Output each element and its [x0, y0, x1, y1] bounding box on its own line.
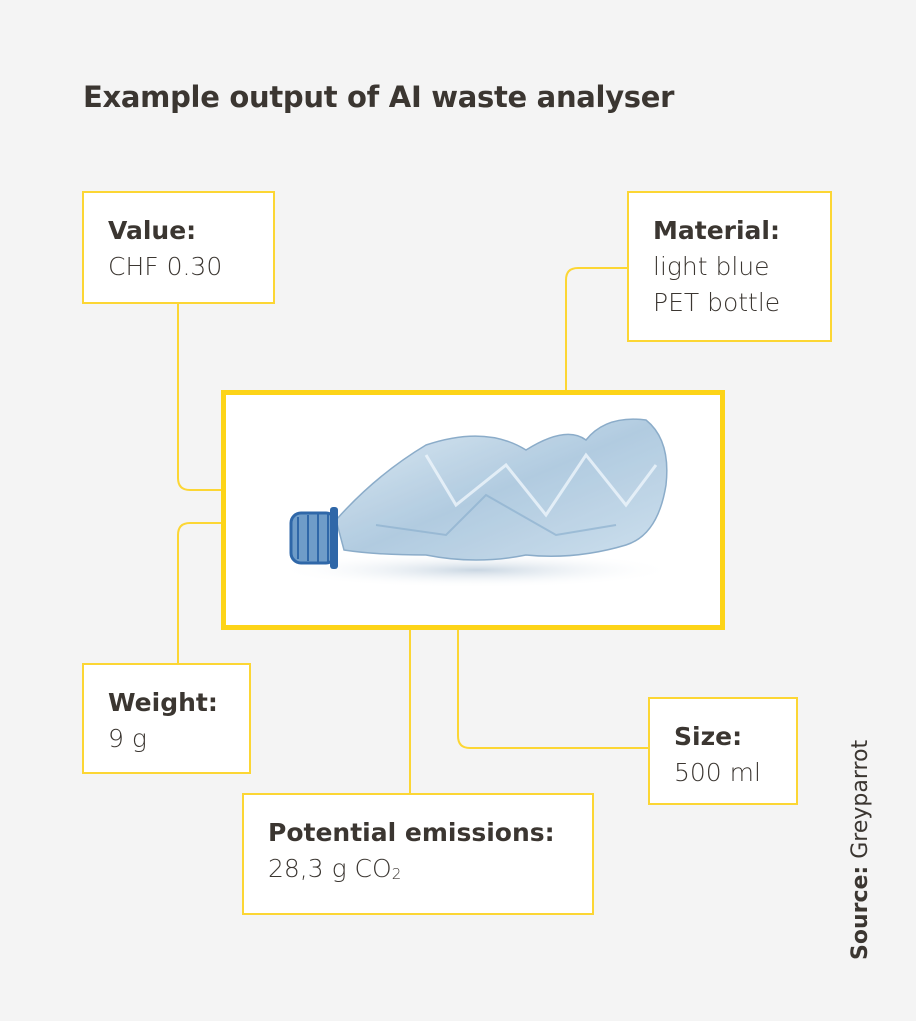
weight-text: 9 g: [108, 724, 147, 753]
size-box: Size: 500 ml: [648, 697, 798, 805]
material-label: Material:: [653, 216, 780, 245]
bottle-body: [335, 418, 668, 561]
value-box: Value: CHF 0.30: [82, 191, 275, 304]
source-credit: Source: Greyparrot: [848, 740, 873, 960]
weight-label: Weight:: [108, 688, 218, 717]
connector-size: [457, 630, 649, 749]
crumpled-bottle-image: [276, 418, 676, 588]
bottle-image-frame: [221, 390, 725, 630]
value-text: CHF 0.30: [108, 252, 223, 281]
emissions-text: 28,3 g CO: [268, 854, 392, 883]
emissions-value: 28,3 g CO2: [268, 851, 568, 892]
source-label: Source:: [848, 865, 873, 960]
page-title: Example output of AI waste analyser: [83, 80, 675, 114]
value-label: Value:: [108, 216, 197, 245]
connector-weight: [177, 522, 222, 663]
size-text: 500 ml: [674, 758, 761, 787]
emissions-box: Potential emissions: 28,3 g CO2: [242, 793, 594, 915]
material-text-line2: PET bottle: [653, 288, 781, 317]
connector-material: [565, 267, 628, 390]
connector-value: [177, 303, 222, 491]
emissions-subscript: 2: [391, 865, 402, 883]
emissions-label: Potential emissions:: [268, 818, 555, 847]
bottle-thread-lines: [297, 514, 329, 562]
weight-box: Weight: 9 g: [82, 663, 251, 774]
size-label: Size:: [674, 722, 743, 751]
bottle-crease-highlight: [424, 452, 658, 518]
bottle-crease-shade: [375, 493, 617, 537]
bottle-shadow: [276, 552, 676, 588]
material-box: Material: light blue PET bottle: [627, 191, 832, 342]
source-text: Greyparrot: [848, 739, 873, 859]
bottle-neck-ring: [330, 507, 338, 569]
material-text-line1: light blue: [653, 252, 770, 281]
